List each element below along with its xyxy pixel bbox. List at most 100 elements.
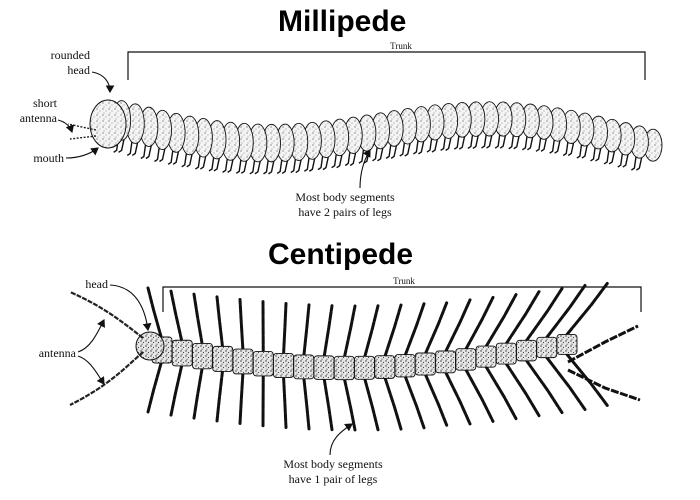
centipede-title: Centipede — [268, 238, 414, 271]
millipede-leg — [227, 156, 235, 173]
millipede-leg — [131, 139, 139, 157]
centipede-segment — [556, 333, 578, 355]
centipede-segment — [232, 348, 254, 375]
millipede-leg — [344, 149, 351, 167]
millipede-leg — [445, 134, 453, 152]
centipede-leg-lower — [322, 376, 334, 432]
millipede-leg — [154, 145, 161, 163]
centipede-leg-upper — [302, 303, 311, 359]
centipede-leg-lower — [444, 370, 472, 426]
millipede-leg — [458, 133, 466, 150]
centipede-leg-lower — [215, 367, 225, 423]
centipede-leg-lower — [525, 359, 564, 415]
centipede-segment — [495, 342, 517, 365]
centipede-leg-lower — [282, 373, 288, 429]
millipede-trunk-label: Trunk — [390, 41, 412, 51]
centipede-leg-lower — [565, 352, 610, 408]
centipede-leg-lower — [238, 369, 245, 425]
millipede-leg — [331, 151, 338, 169]
millipede-leg — [595, 144, 603, 162]
millipede-leg — [222, 156, 229, 173]
millipede-leg — [276, 157, 283, 175]
millipede-leg — [526, 133, 535, 151]
centipede-leg-upper — [238, 297, 245, 353]
centipede-leg-upper — [146, 286, 164, 342]
centipede-segment — [455, 348, 477, 371]
millipede-leg — [576, 141, 583, 159]
millipede-leg — [336, 151, 344, 169]
centipede-segment — [212, 345, 234, 372]
millipede-leg — [399, 139, 406, 157]
millipede-leg — [145, 142, 153, 160]
millipede-leg — [235, 157, 242, 174]
centipede-tail-appendage — [567, 324, 639, 364]
centipede-leg-upper — [322, 304, 334, 360]
millipede-leg — [635, 153, 644, 171]
centipede-leg-upper — [215, 295, 225, 351]
centipede-segment — [475, 345, 497, 368]
millipede-trunk-bracket — [127, 51, 646, 80]
millipede-leg — [417, 137, 426, 155]
centipede-segment — [192, 342, 213, 370]
millipede-leg — [467, 132, 474, 149]
millipede-leg — [412, 137, 420, 155]
centipede-segment — [273, 352, 294, 379]
millipede-leg — [513, 132, 521, 150]
millipede-leg — [295, 156, 303, 174]
millipede-leg — [186, 150, 194, 168]
millipede-segments-note: Most body segments have 2 pairs of legs — [295, 190, 395, 219]
centipede-segment — [374, 355, 396, 379]
centipede-leg-lower — [423, 372, 449, 428]
centipede-segment — [333, 355, 355, 381]
millipede-leg — [349, 149, 357, 167]
millipede-leg — [481, 131, 488, 149]
millipede-short-antenna-label: short antenna — [19, 96, 57, 125]
millipede-leg — [254, 157, 262, 175]
centipede-segments-note: Most body segments have 1 pair of legs — [283, 457, 383, 486]
millipede-leg — [472, 132, 480, 149]
centipede-trunk-bracket — [162, 286, 642, 312]
centipede-leg-upper — [423, 300, 449, 356]
millipede-leg — [431, 135, 439, 153]
centipede-segment — [394, 354, 416, 378]
millipede-leg — [140, 142, 147, 160]
millipede-leg — [159, 145, 167, 163]
millipede-leg — [167, 148, 174, 165]
centipede-tail-appendage — [567, 368, 641, 402]
millipede-leg — [554, 137, 562, 154]
centipede-leg-upper — [464, 295, 495, 351]
millipede-mouth-label: mouth — [33, 151, 64, 165]
millipede-leg — [390, 142, 398, 159]
centipede-segment — [354, 355, 375, 380]
millipede-leg — [535, 135, 542, 152]
millipede-leg — [404, 139, 412, 157]
centipede-leg-upper — [444, 298, 472, 354]
millipede-leg — [499, 132, 507, 149]
centipede-leg-upper — [484, 293, 518, 349]
centipede-segment — [293, 354, 315, 380]
centipede-leg-upper — [504, 290, 541, 346]
millipede-leg — [208, 154, 215, 172]
millipede-leg — [240, 157, 248, 174]
millipede-leg — [508, 132, 515, 150]
millipede-leg — [172, 148, 180, 165]
millipede-leg — [549, 137, 556, 154]
millipede-leg — [126, 139, 133, 157]
centipede-leg-upper — [342, 304, 357, 360]
millipede-leg — [181, 150, 188, 168]
centipede-segment — [435, 350, 456, 374]
centipede-segment — [516, 339, 537, 362]
centipede-leg-upper — [545, 283, 587, 339]
millipede-leg — [377, 144, 385, 162]
centipede-leg-lower — [363, 376, 380, 432]
millipede-leg — [213, 154, 221, 172]
millipede-antenna-drawing — [67, 123, 97, 140]
centipede-leg-upper — [282, 301, 288, 357]
millipede-leg — [308, 155, 317, 172]
centipede-trunk-label: Trunk — [393, 276, 415, 286]
centipede-leg-lower — [403, 374, 426, 430]
centipede-body — [135, 331, 578, 381]
centipede-segment — [313, 355, 335, 380]
millipede-leg — [118, 136, 126, 153]
